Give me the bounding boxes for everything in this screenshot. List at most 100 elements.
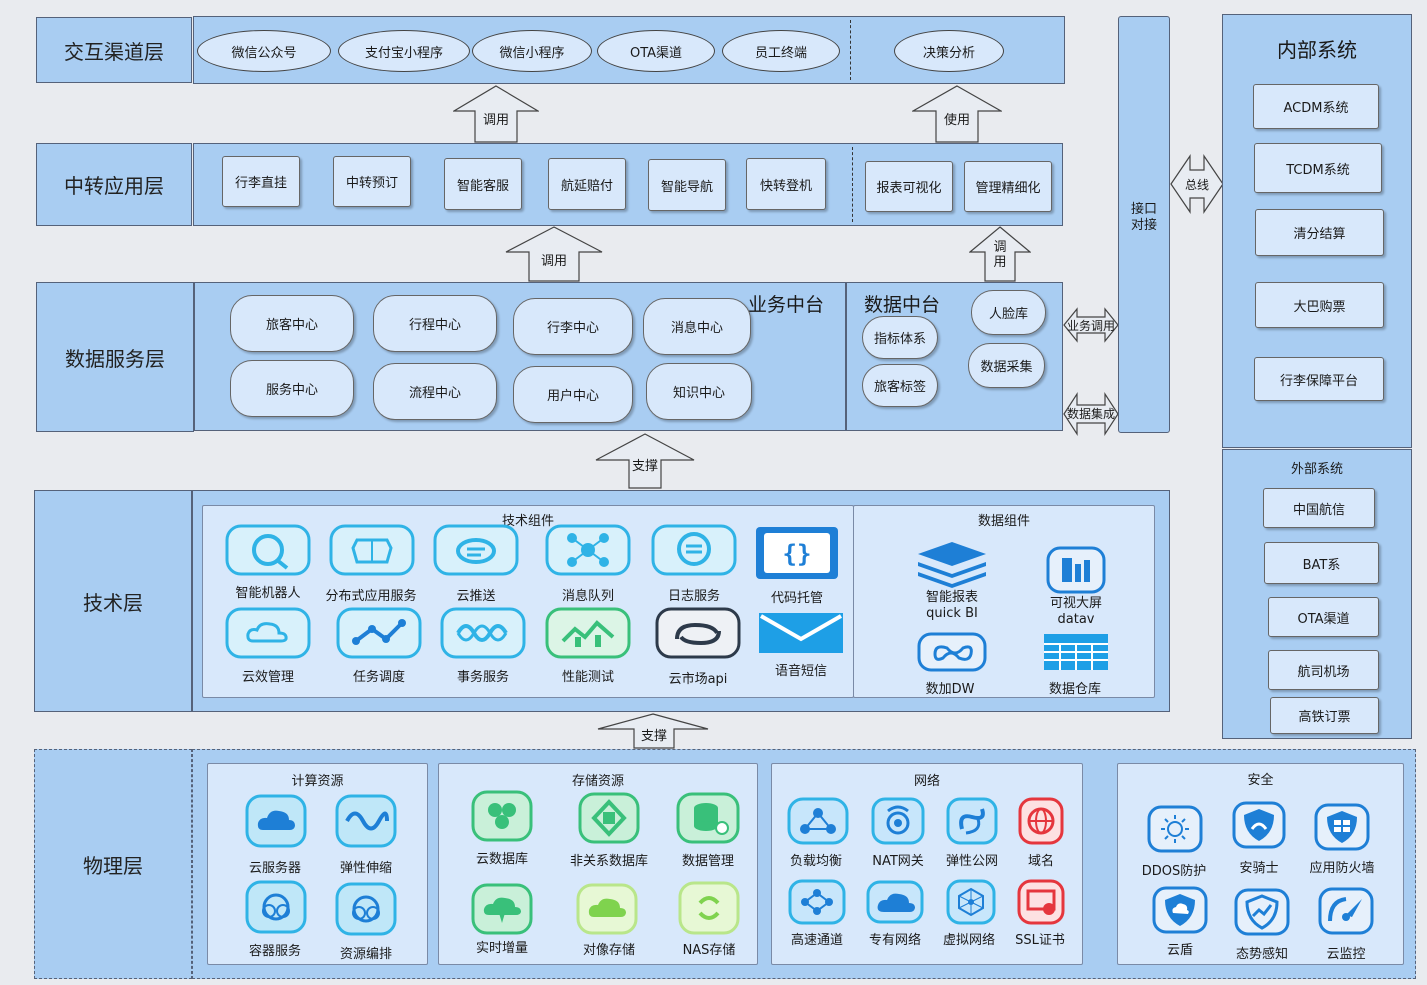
- data-passenger-tags[interactable]: 旅客标签: [862, 364, 938, 407]
- distributed-app-icon[interactable]: [329, 524, 415, 580]
- storage-title: 存储资源: [571, 774, 624, 789]
- app-report-visual[interactable]: 报表可视化: [865, 161, 953, 212]
- physical-item-label: 容器服务: [248, 944, 301, 959]
- tech-item-label: 代码托管: [770, 591, 823, 606]
- express-connect-icon[interactable]: [788, 879, 846, 929]
- svg-text:{}: {}: [783, 540, 812, 568]
- tech-item-label: 云市场api: [668, 672, 728, 687]
- data-collection[interactable]: 数据采集: [968, 343, 1045, 388]
- channel-alipay-miniapp[interactable]: 支付宝小程序: [338, 30, 470, 72]
- app-smart-navigation[interactable]: 智能导航: [648, 159, 726, 211]
- container-icon[interactable]: [245, 880, 307, 938]
- datav-icon[interactable]: [1046, 546, 1106, 598]
- layer-label-transfer: 中转应用层: [36, 143, 192, 226]
- situation-icon[interactable]: [1234, 888, 1290, 940]
- cloud-push-icon[interactable]: [433, 524, 519, 580]
- nas-icon[interactable]: [678, 881, 740, 939]
- channel-staff-terminal[interactable]: 员工终端: [722, 30, 840, 72]
- message-queue-icon[interactable]: [545, 524, 631, 580]
- cloud-db-icon[interactable]: [471, 790, 533, 846]
- arrow-up-support-2: 支撑: [597, 713, 709, 749]
- app-delay-compensation[interactable]: 航延赔付: [548, 158, 626, 210]
- code-hosting-icon[interactable]: {}: [754, 525, 840, 585]
- external-ota[interactable]: OTA渠道: [1268, 597, 1379, 637]
- nosql-icon[interactable]: [578, 792, 640, 848]
- domain-icon[interactable]: [1018, 797, 1064, 849]
- robot-icon[interactable]: [225, 524, 311, 580]
- external-travelsky[interactable]: 中国航信: [1263, 488, 1375, 528]
- dataworks-icon[interactable]: [917, 632, 987, 676]
- perf-test-icon[interactable]: [545, 607, 631, 663]
- arrow-label: 支撑: [640, 729, 667, 744]
- transaction-icon[interactable]: [440, 607, 526, 663]
- center-message[interactable]: 消息中心: [643, 298, 751, 355]
- ssl-icon[interactable]: [1017, 879, 1065, 929]
- realtime-icon[interactable]: [471, 883, 533, 939]
- load-balance-icon[interactable]: [787, 797, 849, 849]
- external-bat[interactable]: BAT系: [1264, 542, 1379, 584]
- data-face-library[interactable]: 人脸库: [971, 290, 1046, 335]
- center-passenger[interactable]: 旅客中心: [230, 295, 354, 352]
- app-fine-management[interactable]: 管理精细化: [964, 161, 1052, 212]
- cloud-monitor-icon[interactable]: [1318, 887, 1374, 939]
- arrow-business-call: 业务调用: [1063, 307, 1119, 347]
- log-service-icon[interactable]: [651, 524, 737, 580]
- internal-bus-ticket[interactable]: 大巴购票: [1255, 282, 1384, 328]
- physical-item-label: 非关系数据库: [569, 854, 648, 869]
- physical-item-label: 云监控: [1326, 947, 1366, 962]
- aegis-icon[interactable]: [1232, 801, 1286, 853]
- compute-title: 计算资源: [291, 774, 344, 789]
- data-item-label: 智能报表 quick BI: [925, 590, 978, 621]
- ddos-icon[interactable]: [1147, 805, 1203, 857]
- physical-item-label: 态势感知: [1235, 947, 1288, 962]
- autoscale-icon[interactable]: [335, 794, 397, 852]
- eip-icon[interactable]: [946, 797, 998, 849]
- data-indicator-system[interactable]: 指标体系: [862, 316, 938, 359]
- waf-icon[interactable]: [1314, 803, 1370, 855]
- channel-wechat-official[interactable]: 微信公众号: [197, 30, 331, 72]
- tech-item-label: 任务调度: [352, 670, 405, 685]
- internal-tcdm[interactable]: TCDM系统: [1254, 143, 1382, 193]
- task-schedule-icon[interactable]: [336, 607, 422, 663]
- tech-components-title: 技术组件: [501, 514, 554, 529]
- external-airline-airport[interactable]: 航司机场: [1268, 650, 1379, 690]
- app-transfer-booking[interactable]: 中转预订: [333, 156, 411, 207]
- physical-item-label: 云盾: [1166, 943, 1193, 958]
- center-process[interactable]: 流程中心: [373, 363, 497, 420]
- orchestration-icon[interactable]: [335, 882, 397, 940]
- voice-sms-icon[interactable]: [757, 611, 845, 659]
- cloud-effect-icon[interactable]: [225, 607, 311, 663]
- tech-item-label: 云效管理: [241, 670, 294, 685]
- center-user[interactable]: 用户中心: [513, 366, 633, 423]
- internal-acdm[interactable]: ACDM系统: [1253, 84, 1379, 129]
- app-quick-boarding[interactable]: 快转登机: [746, 158, 826, 210]
- center-baggage[interactable]: 行李中心: [513, 298, 633, 355]
- data-mgmt-icon[interactable]: [676, 792, 740, 848]
- object-storage-icon[interactable]: [576, 883, 638, 939]
- internal-clearing[interactable]: 清分结算: [1255, 209, 1384, 256]
- quick-bi-icon[interactable]: [916, 540, 988, 594]
- center-service[interactable]: 服务中心: [230, 360, 354, 417]
- cloud-server-icon[interactable]: [245, 794, 307, 852]
- cloud-market-icon[interactable]: [655, 607, 741, 663]
- center-knowledge[interactable]: 知识中心: [646, 363, 752, 420]
- decision-analysis[interactable]: 决策分析: [894, 30, 1004, 72]
- virtual-net-icon[interactable]: [946, 879, 996, 929]
- physical-item-label: 云服务器: [248, 861, 301, 876]
- interface-label: 接口 对接: [1130, 202, 1157, 233]
- center-itinerary[interactable]: 行程中心: [373, 295, 497, 352]
- cloud-shield-icon[interactable]: [1152, 886, 1208, 938]
- app-smart-service[interactable]: 智能客服: [444, 158, 522, 210]
- network-group: [771, 763, 1083, 965]
- arrow-label: 支撑: [631, 459, 658, 474]
- nat-gateway-icon[interactable]: [871, 797, 925, 849]
- data-warehouse-icon[interactable]: [1042, 632, 1110, 676]
- vpc-icon[interactable]: [866, 880, 924, 928]
- channel-ota[interactable]: OTA渠道: [597, 30, 715, 72]
- channel-wechat-miniapp[interactable]: 微信小程序: [472, 30, 592, 72]
- physical-item-label: 数据管理: [681, 854, 734, 869]
- external-rail-ticket[interactable]: 高铁订票: [1270, 697, 1379, 734]
- internal-baggage-platform[interactable]: 行李保障平台: [1254, 357, 1384, 401]
- app-baggage-through[interactable]: 行李直挂: [222, 156, 300, 207]
- arrow-up-support-1: 支撑: [595, 433, 695, 489]
